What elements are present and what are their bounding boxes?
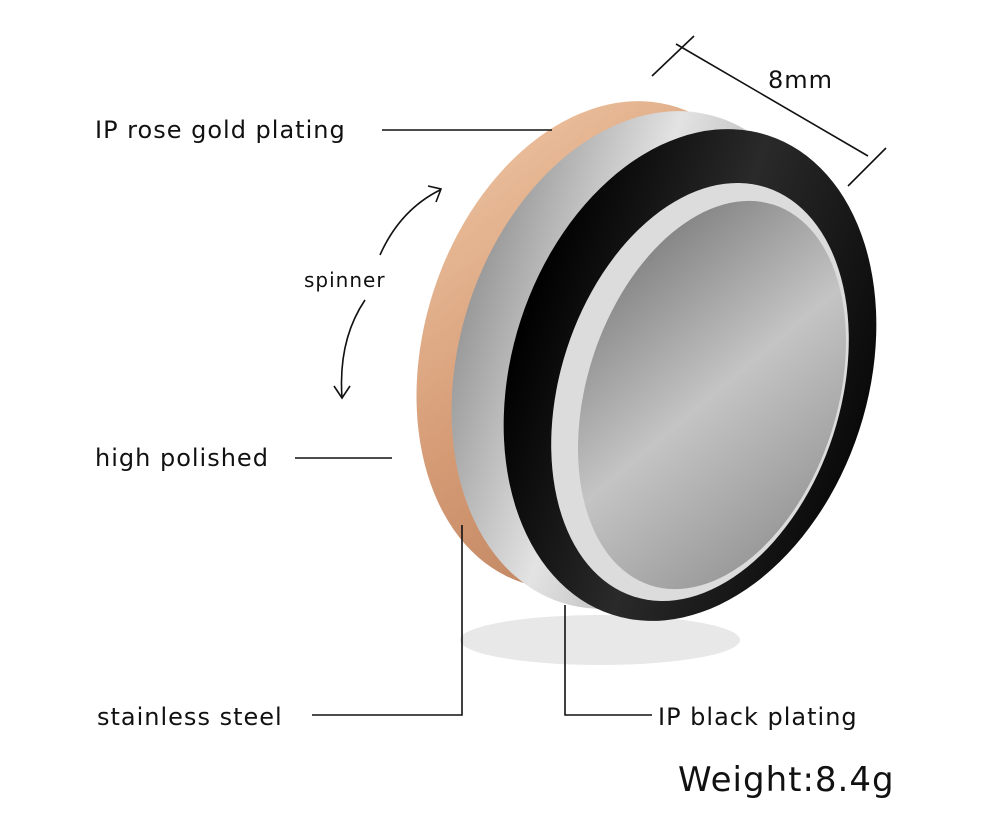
width-tick-right [847,147,887,187]
width-dimension-line [675,43,869,157]
stainless-leader [312,525,463,716]
spinner-arrow-down [340,299,366,399]
spinner-arrow-down-head [333,385,351,400]
label-ip-black-plating: IP black plating [658,703,858,731]
spinner-arrow-up [379,189,441,256]
inner-surface [578,200,846,590]
black-leader [564,605,652,716]
callout-lines [295,35,887,716]
label-rose-gold-plating: IP rose gold plating [95,116,346,144]
label-stainless-steel: stainless steel [97,703,283,731]
ring-shadow [460,615,740,665]
spinner-arrow-up-head [427,185,443,203]
label-width: 8mm [768,66,834,94]
width-tick-left [651,35,695,77]
label-high-polished: high polished [95,444,269,472]
label-weight: Weight:8.4g [678,760,895,800]
label-spinner: spinner [304,268,386,292]
